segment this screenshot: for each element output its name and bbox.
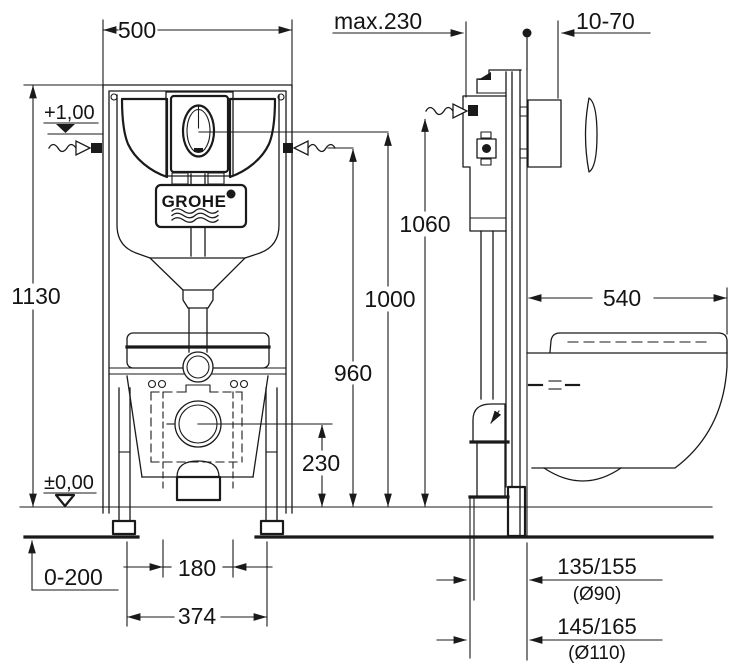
dim-label-374: 374 bbox=[178, 603, 217, 629]
level-label-zero: ±0,00 bbox=[44, 472, 94, 494]
plate-clip-left bbox=[171, 172, 189, 185]
water-inlet-stub-left bbox=[91, 143, 102, 153]
registered-mark-icon bbox=[226, 189, 236, 199]
dim-label-dia90: (Ø90) bbox=[573, 584, 622, 605]
dim-base-width: 374 bbox=[126, 541, 268, 629]
brand-logo-text: GROHE bbox=[162, 192, 227, 211]
dim-frame-height: 1130 bbox=[11, 84, 104, 507]
flow-arrow-icon bbox=[490, 410, 502, 424]
service-opening bbox=[150, 384, 243, 463]
water-inlet-arrow-side bbox=[425, 103, 468, 119]
toilet-side bbox=[526, 332, 728, 482]
dim-outlet-offset-90: 135/155 (Ø90) bbox=[436, 542, 663, 661]
mounting-frame bbox=[91, 84, 293, 514]
dim-label-540: 540 bbox=[603, 285, 641, 311]
side-view bbox=[462, 37, 728, 659]
dim-outlet-height: 230 bbox=[197, 423, 340, 507]
frame-legs bbox=[111, 387, 285, 536]
dim-bowl-depth: 540 bbox=[528, 285, 728, 335]
wall-anchor-icon bbox=[478, 72, 491, 80]
cistern-opening-right bbox=[228, 97, 277, 179]
dim-floor-adjust: 0-200 bbox=[28, 540, 119, 591]
dim-supply-height: 1060 bbox=[399, 118, 451, 507]
supply-connection-stub bbox=[468, 105, 478, 116]
dim-label-145-165: 145/165 bbox=[557, 614, 637, 639]
dim-frame-width: 500 bbox=[102, 17, 293, 89]
dim-label-max230: max.230 bbox=[334, 8, 422, 34]
dim-label-10-70: 10-70 bbox=[576, 8, 635, 34]
dim-label-180: 180 bbox=[178, 555, 216, 581]
level-marker-top: +1,00 bbox=[43, 102, 104, 135]
dim-inlet-height: 960 bbox=[327, 147, 372, 507]
frame-base-side bbox=[506, 485, 527, 538]
trap-arc bbox=[543, 467, 622, 482]
drain-socket bbox=[166, 400, 222, 502]
fixing-bolts bbox=[147, 379, 249, 491]
level-triangle-open-icon bbox=[54, 493, 76, 508]
flush-bend-inner bbox=[186, 355, 210, 379]
dim-label-500: 500 bbox=[118, 17, 156, 43]
dim-label-1000: 1000 bbox=[364, 286, 415, 312]
flush-plate-side bbox=[519, 97, 598, 173]
plate-housing-hatched bbox=[527, 99, 562, 168]
cistern-opening-left bbox=[120, 97, 169, 179]
grohe-wave-icon bbox=[171, 208, 219, 214]
dim-outlet-offset-110: 145/165 (Ø110) bbox=[436, 614, 663, 664]
wall-face-dot-icon bbox=[522, 28, 532, 38]
dim-label-135-155: 135/155 bbox=[557, 554, 637, 579]
foot-right bbox=[259, 519, 285, 536]
plate-clip-right bbox=[207, 172, 225, 185]
level-marker-floor: ±0,00 bbox=[43, 472, 97, 508]
dim-actuation-height: 1000 bbox=[198, 131, 416, 507]
level-label-plus100: +1,00 bbox=[44, 102, 95, 124]
flush-button-icon bbox=[181, 104, 216, 158]
floor-lines bbox=[19, 506, 714, 539]
dim-label-0-200: 0-200 bbox=[44, 564, 103, 590]
seat-lid bbox=[549, 332, 728, 353]
dim-label-dia110: (Ø110) bbox=[568, 643, 626, 664]
water-inlet-stub-right bbox=[283, 143, 293, 153]
dim-label-230: 230 bbox=[302, 450, 340, 476]
dimensions: 500 1130 +1,00 ±0,00 0-200 bbox=[11, 8, 728, 664]
dim-frame-depth: max.230 bbox=[332, 8, 532, 98]
flush-pipe bbox=[188, 307, 208, 353]
level-triangle-icon bbox=[56, 124, 75, 133]
dim-bolt-spacing: 180 bbox=[123, 539, 273, 581]
dim-plate-range: 10-70 bbox=[557, 8, 651, 99]
flush-plate bbox=[165, 91, 234, 185]
grohe-logo: GROHE bbox=[154, 183, 248, 229]
bowl-profile bbox=[531, 352, 728, 469]
concealed-cistern bbox=[116, 94, 280, 309]
cistern-side bbox=[462, 95, 507, 400]
dim-label-960: 960 bbox=[334, 360, 372, 386]
cover-plate-side bbox=[584, 97, 598, 173]
fill-valve bbox=[476, 138, 497, 159]
drain-elbow-side bbox=[468, 403, 510, 659]
front-view: GROHE bbox=[91, 84, 293, 536]
foot-left bbox=[111, 519, 137, 536]
dim-label-1130: 1130 bbox=[11, 283, 60, 309]
water-inlet-arrow-left bbox=[48, 140, 91, 156]
dim-label-1060: 1060 bbox=[399, 211, 450, 237]
